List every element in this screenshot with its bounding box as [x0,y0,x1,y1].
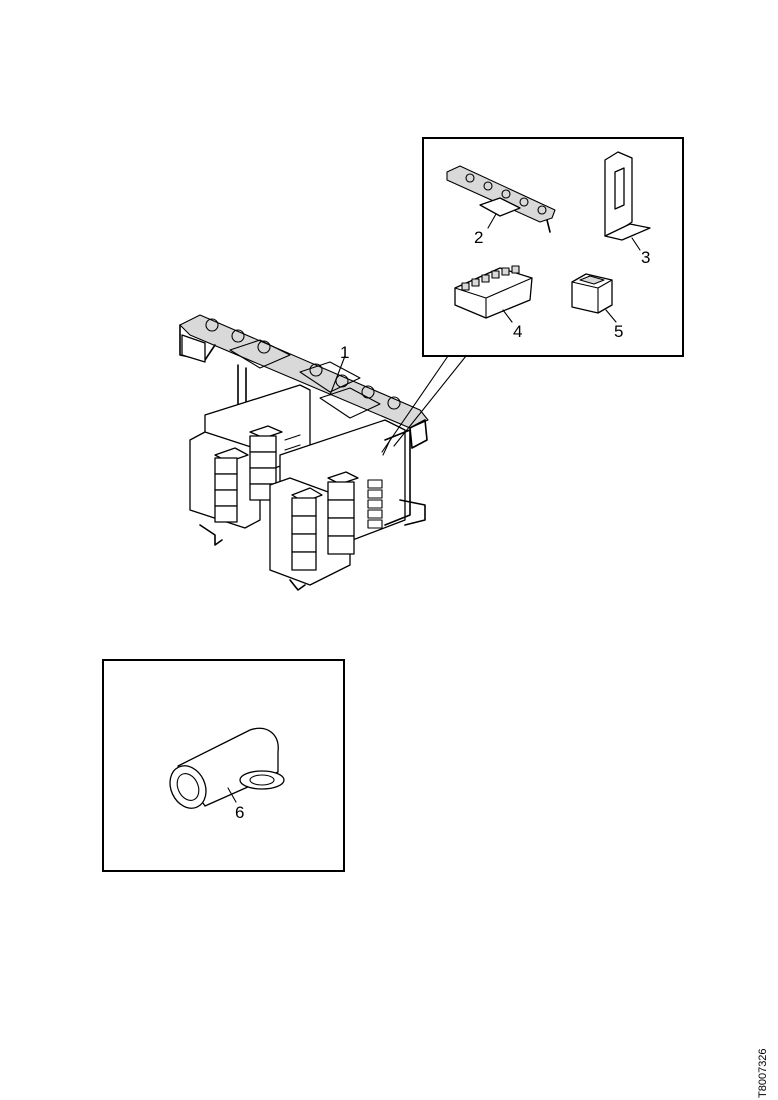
callout-1: 1 [329,343,349,396]
callout-2-label: 2 [474,228,483,247]
fuse-holder-strip [446,165,556,233]
elbow-inset: 6 [102,659,345,872]
multi-pin-connector [454,265,533,319]
callout-6-label: 6 [235,803,244,822]
components-inset: 2 3 4 5 [422,137,684,357]
callout-3-label: 3 [641,248,650,267]
callout-5-label: 5 [614,322,623,341]
callout-4-label: 4 [513,322,522,341]
callout-1-label: 1 [340,343,349,362]
relay-panel-assembly [179,314,429,591]
reference-code: T8007326 [757,1048,769,1098]
elbow-fitting [169,727,285,809]
relay-socket [571,273,613,314]
inset-leader-lines [381,355,467,453]
mounting-bracket [604,151,651,241]
